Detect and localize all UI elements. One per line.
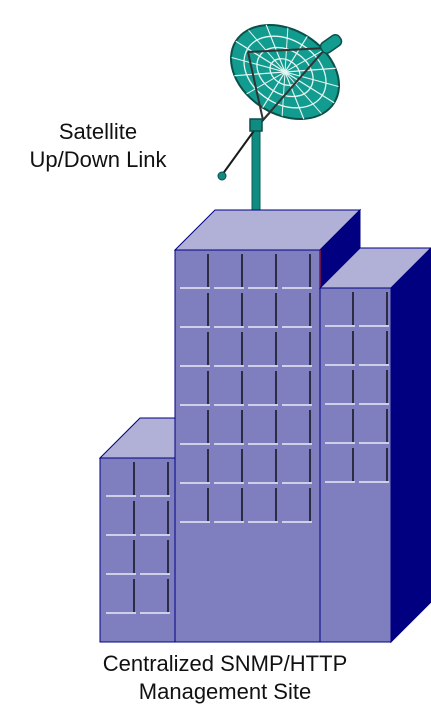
building-icon bbox=[100, 210, 431, 642]
satellite-label-line2: Up/Down Link bbox=[0, 146, 196, 174]
right-building-front bbox=[320, 288, 391, 642]
dish-feed-horn bbox=[319, 33, 344, 55]
left-building-front bbox=[100, 458, 175, 642]
site-label: Centralized SNMP/HTTP Management Site bbox=[60, 650, 390, 706]
satellite-label: Satellite Up/Down Link bbox=[0, 118, 196, 174]
dish-mast bbox=[252, 126, 260, 210]
satellite-label-line1: Satellite bbox=[0, 118, 196, 146]
center-building-front bbox=[175, 250, 320, 642]
site-label-line2: Management Site bbox=[60, 678, 390, 706]
satellite-dish-icon bbox=[214, 6, 357, 210]
site-label-line1: Centralized SNMP/HTTP bbox=[60, 650, 390, 678]
